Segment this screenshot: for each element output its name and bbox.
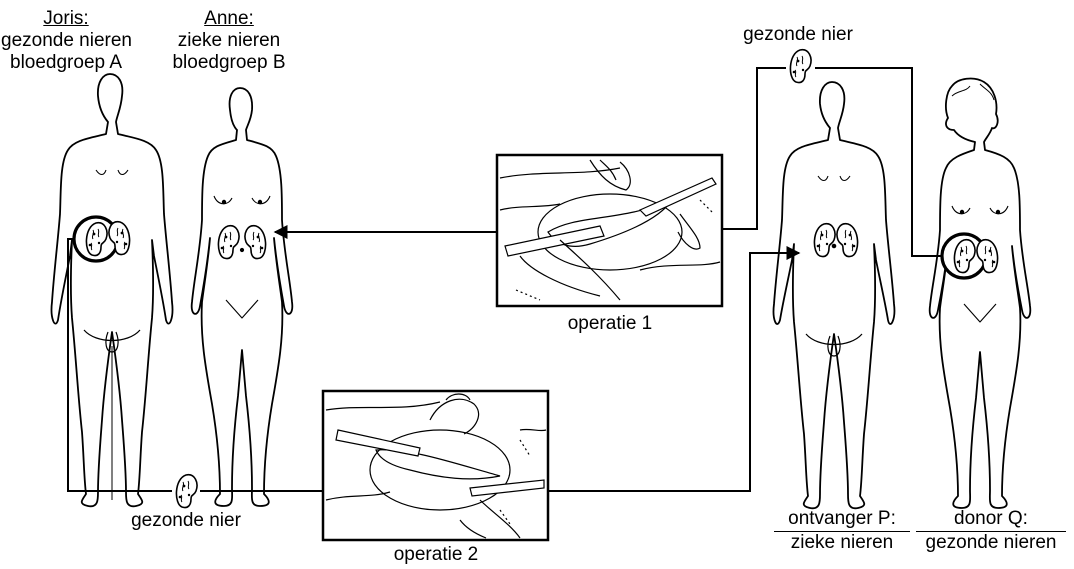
recipient-p-condition: zieke nieren <box>791 532 893 553</box>
joris-label: Joris: gezonde nieren bloedgroep A <box>1 8 131 74</box>
operation-2-label: operatie 2 <box>366 544 506 566</box>
donor-q-figure <box>930 79 1031 508</box>
joris-figure <box>52 74 173 506</box>
joris-name: Joris: <box>43 8 88 29</box>
donor-q-condition: gezonde nieren <box>926 532 1057 553</box>
joris-bloodgroup: bloedgroep A <box>10 52 122 73</box>
donor-q-label: donor Q: gezonde nieren <box>916 508 1066 554</box>
joris-kidney-inset <box>74 217 130 261</box>
operation-1-label: operatie 1 <box>540 313 680 335</box>
anne-condition: zieke nieren <box>178 30 280 51</box>
anne-label: Anne: zieke nieren bloedgroep B <box>164 8 294 74</box>
top-kidney-icon <box>790 50 811 83</box>
joris-condition: gezonde nieren <box>1 30 132 51</box>
top-kidney-label: gezonde nier <box>728 24 868 46</box>
operation-1-image <box>497 155 722 306</box>
recipient-p-label: ontvanger P: zieke nieren <box>774 508 910 554</box>
recipient-p-title: ontvanger P: <box>788 508 896 529</box>
recipient-p-figure <box>774 82 895 508</box>
bottom-kidney-label: gezonde nier <box>116 510 256 532</box>
donor-q-title: donor Q: <box>954 508 1028 529</box>
bottom-kidney-icon <box>176 475 197 508</box>
donor-kidney-inset <box>942 234 998 278</box>
operation-2-image <box>323 391 548 540</box>
anne-figure <box>192 88 293 506</box>
anne-bloodgroup: bloedgroep B <box>172 52 285 73</box>
anne-name: Anne: <box>204 8 254 29</box>
